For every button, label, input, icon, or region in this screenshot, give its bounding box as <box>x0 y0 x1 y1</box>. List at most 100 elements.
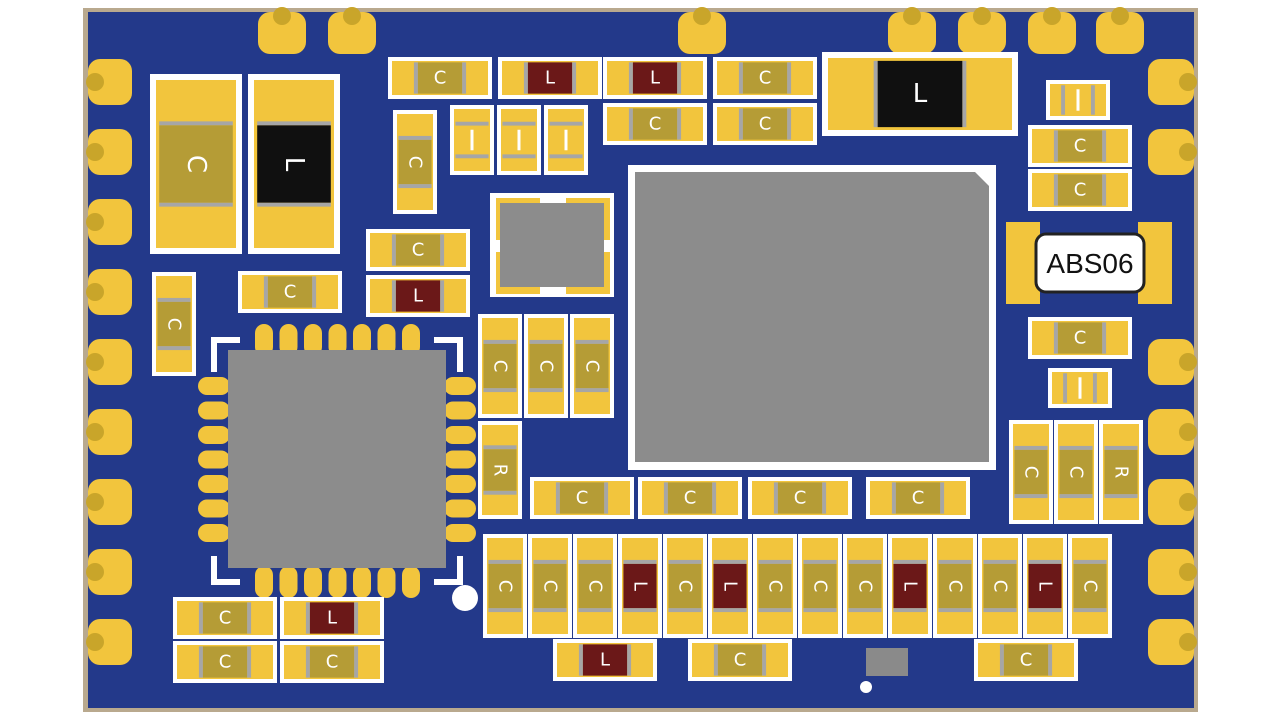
part-terminal <box>891 482 896 514</box>
edge-pad-hole <box>1043 7 1061 25</box>
part-mark: C <box>759 68 772 89</box>
capacitor: C <box>688 639 792 681</box>
part-mark: C <box>684 488 697 509</box>
edge-pad-hole <box>343 7 361 25</box>
edge-pad-hole <box>273 7 291 25</box>
edge-pad-right <box>1148 479 1194 525</box>
capacitor: C <box>152 272 196 376</box>
inductor: L <box>888 534 932 638</box>
part-terminal <box>893 608 927 613</box>
part-body <box>309 646 355 678</box>
qfn-pin <box>444 401 476 420</box>
edge-pad-hole <box>86 563 104 581</box>
part-terminal <box>391 280 396 312</box>
edge-pad-right <box>1148 59 1194 105</box>
part-body <box>668 563 702 609</box>
part-mark: C <box>649 114 662 135</box>
part-terminal <box>440 280 445 312</box>
capacitor: C <box>753 534 797 638</box>
part-terminal <box>893 559 927 564</box>
part-body <box>257 125 331 203</box>
qfn-pin <box>444 450 476 469</box>
capacitor: C <box>713 57 817 99</box>
qfn-pin <box>328 566 347 598</box>
qfn-pin <box>377 324 396 356</box>
edge-pad-top <box>888 12 936 54</box>
edge-pad-hole <box>86 73 104 91</box>
part-terminal <box>455 121 489 126</box>
qfn-pin <box>255 324 273 356</box>
pin1-dot <box>452 585 478 611</box>
part-terminal <box>312 276 317 308</box>
edge-pad-hole <box>1179 73 1197 91</box>
edge-pad-hole <box>1179 143 1197 161</box>
inductor: L <box>366 275 470 317</box>
part-body <box>559 482 605 514</box>
part-terminal <box>1090 85 1095 115</box>
part-terminal <box>578 644 583 676</box>
part-mark: L <box>1035 581 1056 591</box>
part-terminal <box>713 644 718 676</box>
part-mark: C <box>810 580 831 593</box>
part-terminal <box>413 62 418 94</box>
part-terminal <box>962 60 967 128</box>
capacitor: C <box>483 534 527 638</box>
resistor: R <box>1099 420 1143 524</box>
qfn-pin <box>198 499 230 518</box>
part-terminal <box>787 108 792 140</box>
part-body <box>267 276 313 308</box>
part-terminal <box>1028 559 1062 564</box>
part-body <box>582 644 628 676</box>
part-mark: C <box>576 488 589 509</box>
part-terminal <box>803 559 837 564</box>
part-terminal <box>1053 174 1058 206</box>
qfn-pin <box>304 324 322 356</box>
qfn-pin <box>328 324 347 356</box>
part-mark: L <box>650 68 660 89</box>
part-terminal <box>983 559 1017 564</box>
part-terminal <box>773 482 778 514</box>
part-terminal <box>1092 373 1097 403</box>
part-body <box>202 646 248 678</box>
part-mark: C <box>284 282 297 303</box>
edge-pad-hole <box>86 213 104 231</box>
capacitor: C <box>978 534 1022 638</box>
edge-pad-left <box>88 479 132 525</box>
part-terminal <box>628 108 633 140</box>
part-terminal <box>713 559 747 564</box>
part-mark: C <box>434 68 447 89</box>
capacitor: C <box>603 103 707 145</box>
blank-part <box>544 105 588 175</box>
part-terminal <box>483 388 517 393</box>
capacitor: C <box>238 271 342 313</box>
capacitor: C <box>798 534 842 638</box>
part-body <box>1003 644 1049 676</box>
part-terminal <box>627 644 632 676</box>
edge-pad-top <box>328 12 376 54</box>
part-terminal <box>713 608 747 613</box>
inductor: L <box>708 534 752 638</box>
part-terminal <box>604 482 609 514</box>
part-terminal <box>1073 559 1107 564</box>
edge-pad-left <box>88 339 132 385</box>
part-terminal <box>1104 445 1138 450</box>
part-body <box>667 482 713 514</box>
part-body <box>417 62 463 94</box>
part-mark: L <box>545 68 555 89</box>
edge-pad-hole <box>1179 493 1197 511</box>
part-terminal <box>529 339 563 344</box>
capacitor: C <box>280 641 384 683</box>
part-terminal <box>305 602 310 634</box>
part-terminal <box>157 346 191 351</box>
qfn-pin <box>255 566 273 598</box>
part-terminal <box>677 108 682 140</box>
part-mark-bar <box>564 129 568 151</box>
part-body <box>848 563 882 609</box>
part-body <box>893 563 927 609</box>
capacitor: C <box>843 534 887 638</box>
edge-pad-left <box>88 549 132 595</box>
part-body <box>533 563 567 609</box>
part-mark: C <box>759 114 772 135</box>
capacitor: C <box>530 477 634 519</box>
part-terminal <box>578 608 612 613</box>
